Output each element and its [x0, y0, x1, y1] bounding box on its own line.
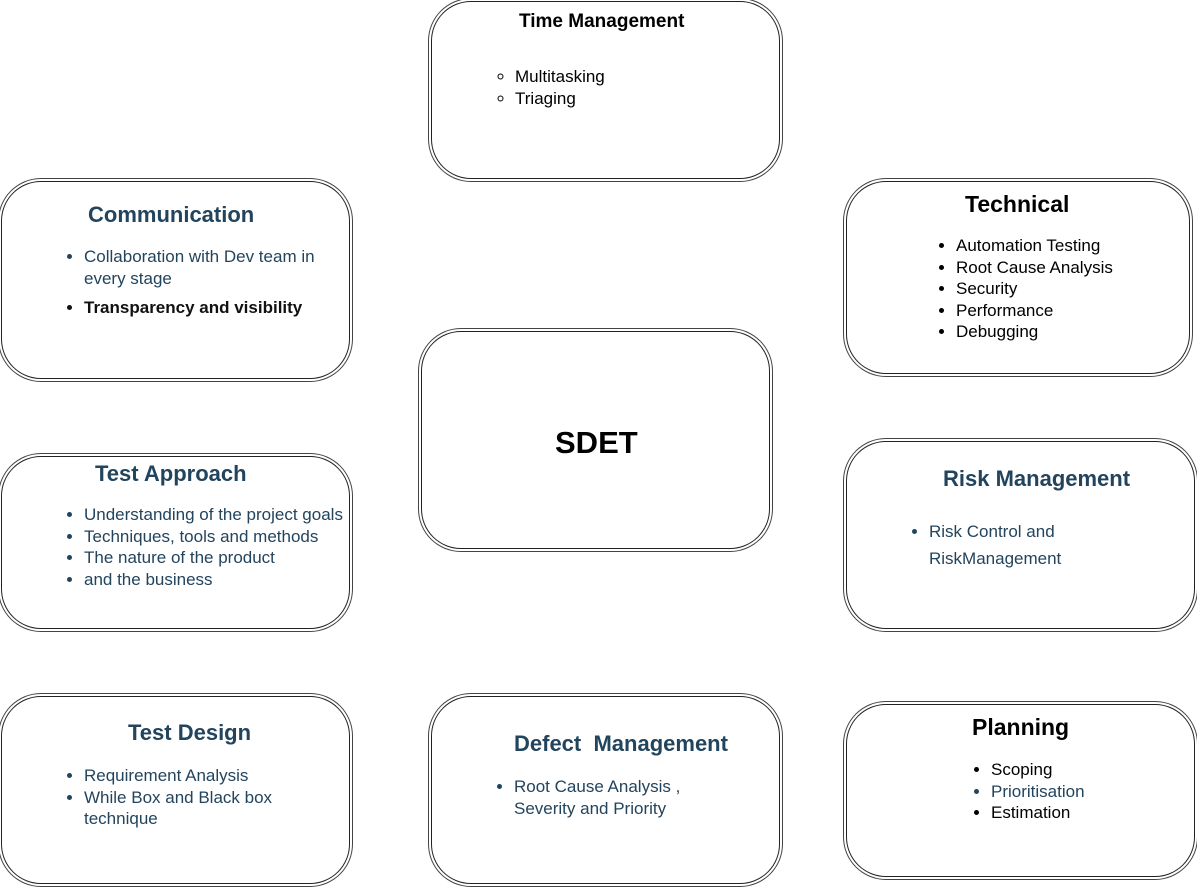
test-design-title: Test Design [128, 720, 252, 745]
sdet-center-box: SDET [421, 331, 770, 549]
time-management-box: Time Management Multitasking Triaging [431, 1, 780, 179]
list-item: Automation Testing [956, 235, 1196, 257]
test-approach-title: Test Approach [95, 461, 247, 486]
list-item: Understanding of the project goals [84, 504, 354, 526]
list-item: Requirement Analysis [84, 765, 324, 787]
defect-management-box: Defect Management Root Cause Analysis , … [431, 696, 780, 884]
test-approach-list: Understanding of the project goals Techn… [64, 504, 354, 590]
defect-management-title: Defect Management [514, 731, 728, 756]
list-item: Debugging [956, 321, 1196, 343]
list-item: Collaboration with Dev team in every sta… [84, 246, 352, 289]
list-item: Prioritisation [991, 781, 1191, 803]
list-item: While Box and Black box technique [84, 787, 324, 830]
test-design-box: Test Design Requirement Analysis While B… [1, 696, 350, 884]
list-item: Performance [956, 300, 1196, 322]
risk-management-box: Risk Management Risk Control and RiskMan… [846, 441, 1195, 629]
technical-list: Automation Testing Root Cause Analysis S… [936, 235, 1196, 343]
list-item: The nature of the product [84, 547, 354, 569]
list-item: and the business [84, 569, 354, 591]
communication-title: Communication [88, 202, 255, 227]
time-management-title: Time Management [519, 11, 685, 32]
list-item: Techniques, tools and methods [84, 526, 354, 548]
communication-list: Collaboration with Dev team in every sta… [64, 246, 352, 319]
risk-management-list: Risk Control and RiskManagement [909, 518, 1099, 572]
test-design-list: Requirement Analysis While Box and Black… [64, 765, 324, 830]
planning-title: Planning [972, 714, 1070, 740]
list-item: Triaging [515, 88, 775, 110]
risk-management-title: Risk Management [943, 466, 1131, 491]
planning-list: Scoping Prioritisation Estimation [971, 759, 1191, 824]
list-item: Multitasking [515, 66, 775, 88]
technical-box: Technical Automation Testing Root Cause … [846, 181, 1190, 374]
communication-box: Communication Collaboration with Dev tea… [1, 181, 350, 379]
sdet-label: SDET [555, 425, 638, 460]
list-item: Transparency and visibility [84, 297, 352, 319]
list-item: Root Cause Analysis [956, 257, 1196, 279]
list-item: Estimation [991, 802, 1191, 824]
planning-box: Planning Scoping Prioritisation Estimati… [846, 704, 1195, 877]
defect-management-list: Root Cause Analysis , Severity and Prior… [494, 776, 724, 819]
list-item: Security [956, 278, 1196, 300]
list-item: Scoping [991, 759, 1191, 781]
time-management-list: Multitasking Triaging [495, 66, 775, 109]
list-item: Risk Control and RiskManagement [929, 518, 1099, 572]
test-approach-box: Test Approach Understanding of the proje… [1, 456, 350, 629]
technical-title: Technical [965, 191, 1070, 217]
list-item: Root Cause Analysis , Severity and Prior… [514, 776, 724, 819]
